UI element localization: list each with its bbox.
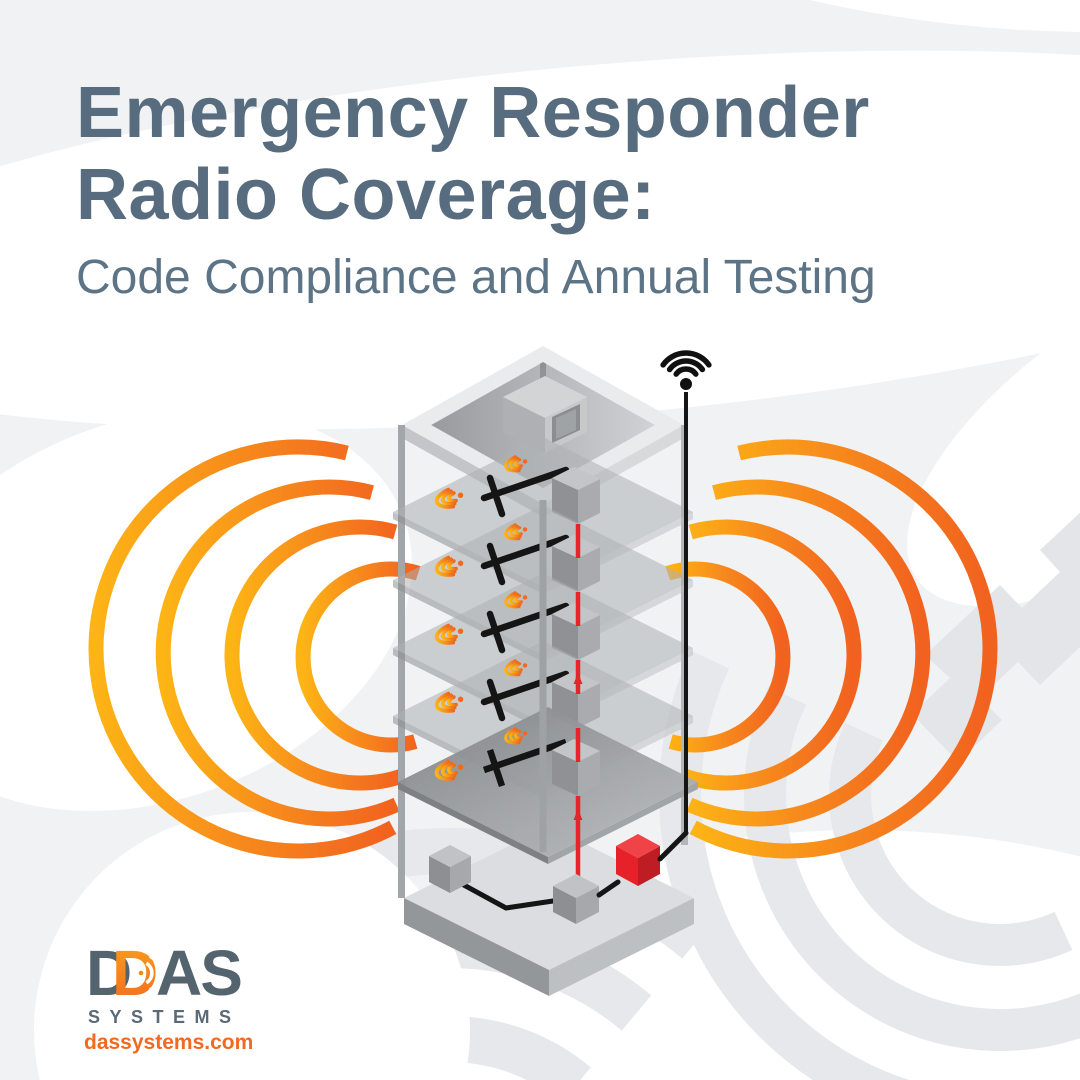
ground-equipment [429,830,689,924]
logo-background-circle [34,812,470,1080]
logo-website: dassystems.com [84,1031,253,1054]
mezzanine-slab [398,707,698,864]
das-logo: D D AS SYSTEMS dassystems.com [84,937,253,1054]
equipment-box [553,874,599,924]
floor-antenna-set [432,452,600,524]
column-west [398,425,405,898]
radio-waves-right [665,439,998,859]
rooftop-unit [503,376,587,453]
bda-red-unit [616,834,660,886]
column-front [539,500,547,852]
page-title: Emergency Responder Radio Coverage: [76,72,1016,236]
title-line-2: Radio Coverage: [76,155,656,236]
riser-arrow [573,809,583,820]
floor-antenna-set [432,588,600,660]
poster-header: Emergency Responder Radio Coverage: Code… [76,72,1016,305]
logo-letters-as: AS [156,937,241,1009]
title-line-1: Emergency Responder [76,73,870,153]
ground-cable [459,881,556,911]
wifi-icon [660,350,712,390]
riser-arrow [573,673,583,684]
building-illustration [393,346,712,996]
page-subtitle: Code Compliance and Annual Testing [76,251,876,305]
equipment-box [429,845,471,893]
radio-waves-left [88,439,421,859]
logo-letter-d-gray: D [86,937,132,1009]
ground-cable [596,879,621,898]
donor-cable [657,830,689,862]
logo-systems-text: SYSTEMS [88,1007,241,1027]
logo-wave-icon [135,954,162,992]
